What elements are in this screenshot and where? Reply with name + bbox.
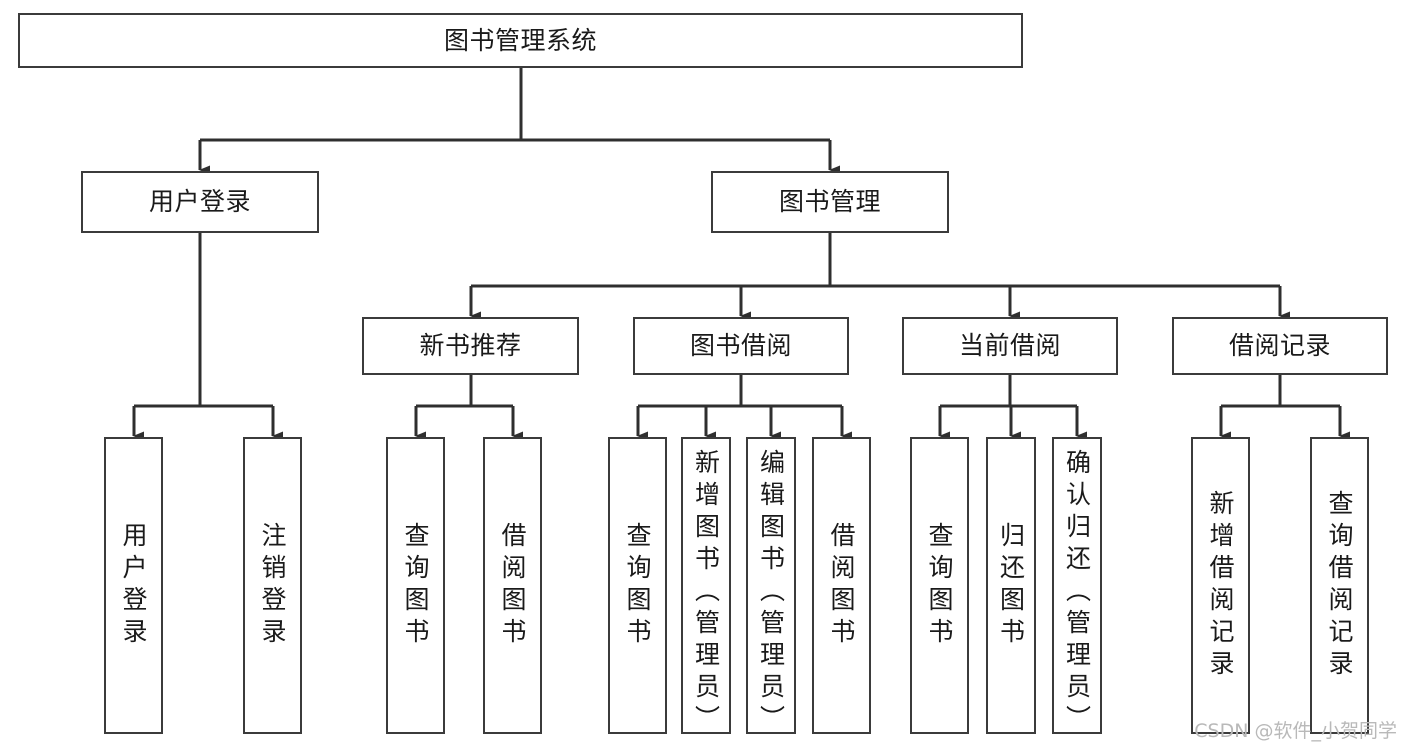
node-label: 图书管理系统 bbox=[443, 25, 597, 55]
node-root-system[interactable]: 图书管理系统 bbox=[18, 13, 1023, 68]
node-label: 查询图书 bbox=[401, 521, 430, 650]
node-label: 注销登录 bbox=[258, 521, 287, 650]
node-current-borrow[interactable]: 当前借阅 bbox=[902, 317, 1118, 375]
leaf-query-book-current[interactable]: 查询图书 bbox=[910, 437, 969, 734]
leaf-query-borrow-record[interactable]: 查询借阅记录 bbox=[1310, 437, 1369, 734]
leaf-user-logout[interactable]: 注销登录 bbox=[243, 437, 302, 734]
leaf-query-book-recommend[interactable]: 查询图书 bbox=[386, 437, 445, 734]
node-borrow-record[interactable]: 借阅记录 bbox=[1172, 317, 1388, 375]
node-label: 新书推荐 bbox=[419, 331, 522, 361]
node-label: 归还图书 bbox=[996, 521, 1026, 650]
leaf-return-book[interactable]: 归还图书 bbox=[986, 437, 1036, 734]
node-label: 查询借阅记录 bbox=[1325, 489, 1354, 682]
node-label: 确认归还（管理员） bbox=[1062, 449, 1092, 737]
node-label: 查询图书 bbox=[925, 521, 954, 650]
node-book-borrow[interactable]: 图书借阅 bbox=[633, 317, 849, 375]
node-label: 图书借阅 bbox=[689, 331, 792, 361]
node-label: 新增借阅记录 bbox=[1206, 489, 1235, 682]
leaf-add-borrow-record[interactable]: 新增借阅记录 bbox=[1191, 437, 1250, 734]
node-new-book-recommend[interactable]: 新书推荐 bbox=[362, 317, 579, 375]
leaf-edit-book-admin[interactable]: 编辑图书（管理员） bbox=[746, 437, 796, 737]
node-label: 编辑图书（管理员） bbox=[756, 449, 786, 737]
leaf-borrow-book-recommend[interactable]: 借阅图书 bbox=[483, 437, 542, 734]
leaf-borrow-book[interactable]: 借阅图书 bbox=[812, 437, 871, 734]
node-book-management[interactable]: 图书管理 bbox=[711, 171, 949, 233]
leaf-add-book-admin[interactable]: 新增图书（管理员） bbox=[681, 437, 731, 737]
node-label: 新增图书（管理员） bbox=[691, 449, 721, 737]
node-label: 借阅图书 bbox=[498, 521, 527, 650]
leaf-user-login[interactable]: 用户登录 bbox=[104, 437, 163, 734]
node-label: 用户登录 bbox=[119, 521, 148, 650]
node-label: 图书管理 bbox=[778, 187, 881, 217]
node-label: 查询图书 bbox=[623, 521, 652, 650]
node-user-login[interactable]: 用户登录 bbox=[81, 171, 319, 233]
leaf-query-book-borrow[interactable]: 查询图书 bbox=[608, 437, 667, 734]
leaf-confirm-return-admin[interactable]: 确认归还（管理员） bbox=[1052, 437, 1102, 737]
node-label: 借阅记录 bbox=[1228, 331, 1331, 361]
node-label: 当前借阅 bbox=[958, 331, 1061, 361]
node-label: 借阅图书 bbox=[827, 521, 856, 650]
watermark-text: CSDN @软件_小贺同学 bbox=[1194, 720, 1397, 742]
node-label: 用户登录 bbox=[148, 187, 251, 217]
